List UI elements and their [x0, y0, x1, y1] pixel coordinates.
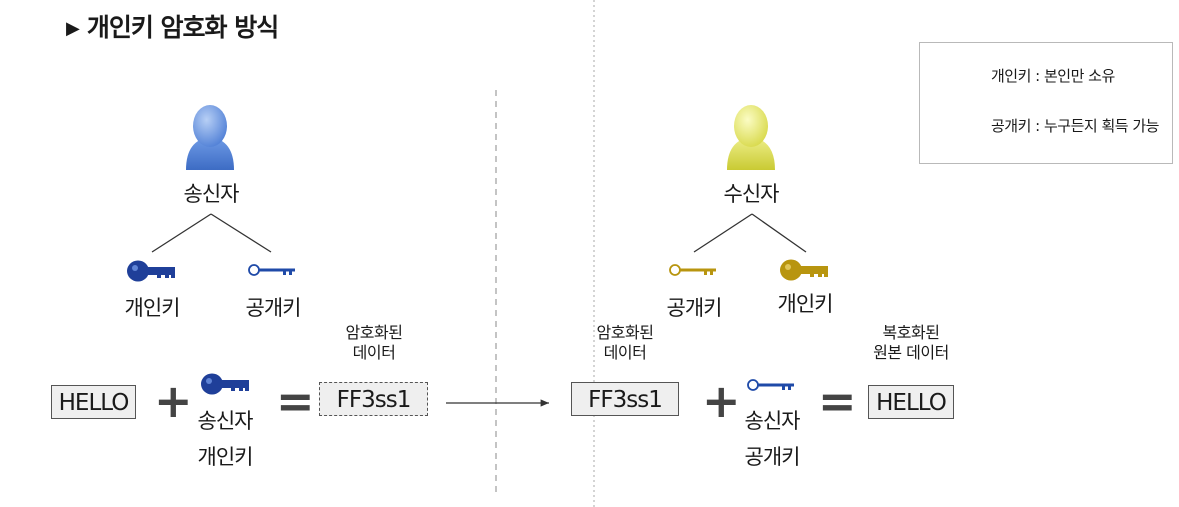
sender-public-key-icon [248, 264, 295, 276]
sender-private-key-icon [127, 260, 175, 282]
decrypt-input-caption-line1: 암호화된 [596, 323, 654, 342]
receiver-private-key-label: 개인키 [777, 292, 834, 316]
decrypt-input-caption-line2: 데이터 [603, 343, 647, 362]
receiver-public-key-label: 공개키 [666, 296, 723, 320]
encrypt-plus-sign: + [154, 374, 193, 428]
receiver-person-icon [727, 105, 775, 170]
receiver-label: 수신자 [723, 182, 780, 206]
encrypt-key-label-line2: 개인키 [197, 445, 254, 469]
plain-data-box: HELLO [51, 385, 136, 419]
legend-public-text: 공개키 : 누구든지 획득 가능 [991, 117, 1159, 135]
decrypt-plus-sign: + [702, 374, 741, 428]
decrypt-key-label-line1: 송신자 [744, 409, 801, 433]
encrypted-caption-line1: 암호화된 [345, 323, 403, 342]
page-title: ▶개인키 암호화 방식 [66, 13, 279, 42]
decrypted-data-box: HELLO [868, 385, 954, 419]
legend-private-text: 개인키 : 본인만 소유 [991, 67, 1115, 85]
receiver-public-key-icon [669, 264, 716, 276]
sender-private-key-label: 개인키 [124, 296, 181, 320]
encrypt-equals-sign: = [276, 374, 315, 428]
decrypt-input-box: FF3ss1 [571, 382, 679, 416]
sender-public-key-label: 공개키 [245, 296, 302, 320]
legend-box: 개인키 : 본인만 소유 공개키 : 누구든지 획득 가능 [919, 42, 1173, 164]
decrypted-caption-line2: 원본 데이터 [873, 343, 949, 362]
legend-item-private: 개인키 : 본인만 소유 [920, 65, 1115, 86]
legend-item-public: 공개키 : 누구든지 획득 가능 [920, 115, 1159, 136]
encrypt-key-label-line1: 송신자 [197, 409, 254, 433]
decrypted-caption-line1: 복호화된 [882, 323, 940, 342]
triangle-bullet-icon: ▶ [66, 18, 80, 39]
decrypt-sender-public-key-icon [747, 379, 794, 391]
encrypt-sender-private-key-icon [201, 373, 249, 395]
sender-person-icon [186, 105, 234, 170]
receiver-private-key-icon [780, 259, 828, 281]
decrypt-equals-sign: = [818, 374, 857, 428]
sender-label: 송신자 [183, 182, 240, 206]
encrypted-data-box: FF3ss1 [319, 382, 428, 416]
decrypt-key-label-line2: 공개키 [744, 445, 801, 469]
encrypted-caption-line2: 데이터 [352, 343, 396, 362]
